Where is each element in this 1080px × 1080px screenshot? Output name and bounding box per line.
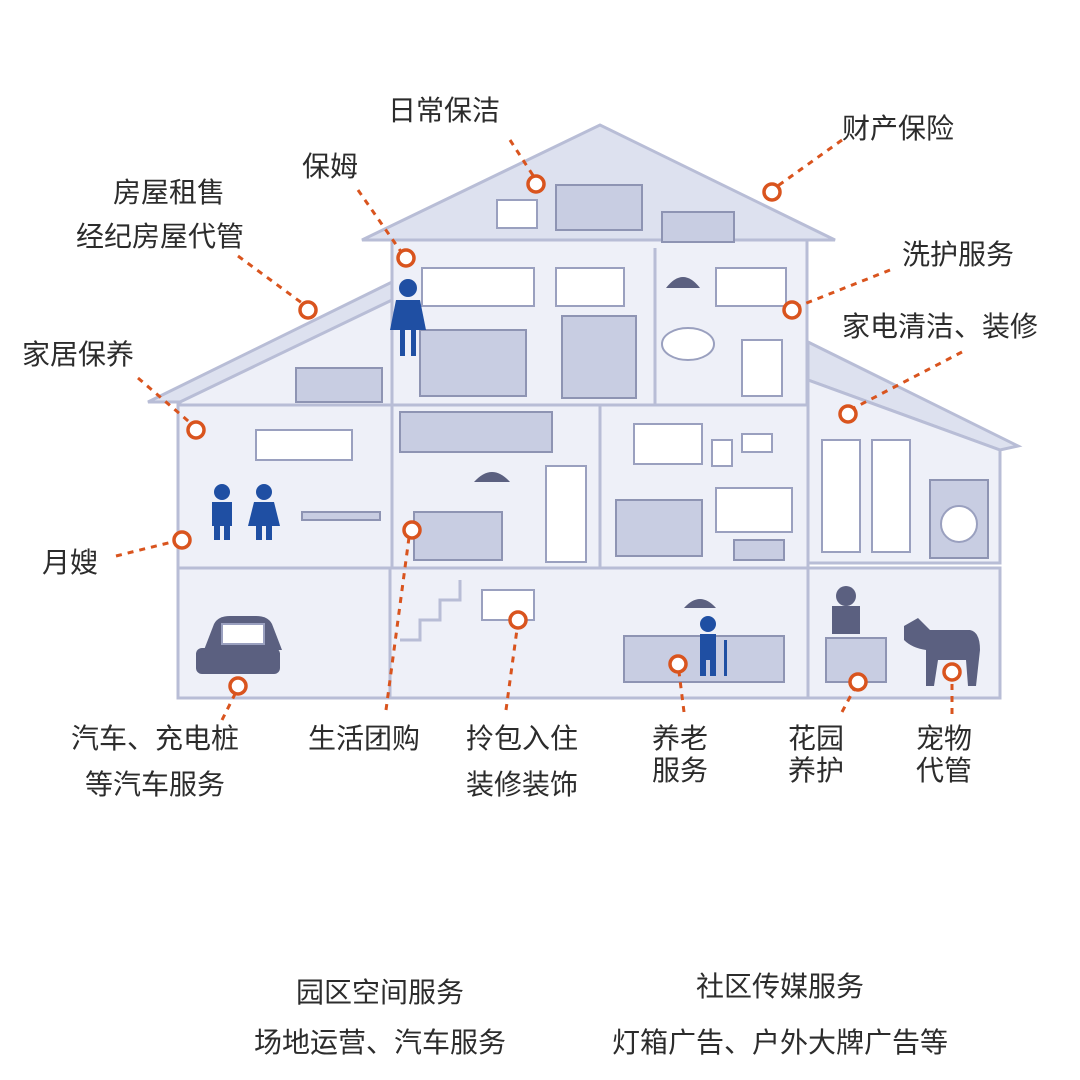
upper-bed — [419, 329, 527, 397]
desk — [301, 511, 381, 521]
toilet — [741, 339, 783, 397]
leader-daily-cleaning — [508, 139, 538, 181]
window-2 — [555, 267, 625, 307]
label-group-buy: 生活团购 — [308, 722, 421, 755]
label-elderly-line2: 服务 — [652, 754, 709, 787]
label-confinement-nanny: 月嫂 — [42, 546, 99, 579]
location-pin-icon — [172, 530, 192, 550]
label-laundry: 洗护服务 — [902, 238, 1015, 271]
tv — [715, 487, 793, 533]
dresser-left — [295, 367, 383, 403]
location-pin-icon — [526, 174, 546, 194]
bottom-left-desc: 场地运营、汽车服务 — [253, 1026, 506, 1059]
label-nanny: 保姆 — [302, 150, 359, 183]
pendant-lamp-1 — [666, 277, 700, 288]
wardrobe — [561, 315, 637, 399]
location-pin-icon — [298, 300, 318, 320]
label-garden-line2: 养护 — [788, 754, 845, 787]
label-pet-line2: 代管 — [916, 754, 973, 787]
label-car-line1: 汽车、充电桩 — [70, 722, 239, 755]
leader-laundry — [793, 268, 891, 310]
attic-tv — [496, 199, 538, 229]
label-pet-line1: 宠物 — [916, 722, 973, 755]
attic-bed — [555, 184, 643, 231]
label-rental-line2: 经纪房屋代管 — [76, 220, 245, 253]
washing-machine-icon — [929, 479, 989, 559]
label-garden-line1: 花园 — [788, 722, 845, 755]
leader-move-in — [504, 621, 520, 711]
elderly-figure — [700, 616, 727, 676]
tv-stand — [733, 539, 785, 561]
leader-rental — [237, 254, 307, 308]
kitchen-cabinets — [399, 411, 553, 453]
label-elderly-line1: 养老 — [652, 722, 709, 755]
bottom-left-title: 园区空间服务 — [295, 976, 464, 1009]
label-move-in-line2: 装修装饰 — [466, 768, 579, 801]
bottom-right-title: 社区传媒服务 — [695, 970, 864, 1003]
location-pin-icon — [782, 300, 802, 320]
label-property-insurance: 财产保险 — [842, 112, 955, 145]
attic-dresser — [661, 211, 735, 243]
window-3 — [715, 267, 787, 307]
annex-window-2 — [871, 439, 911, 553]
location-pin-icon — [396, 248, 416, 268]
kids-figures — [212, 484, 280, 540]
pendant-lamp-2 — [474, 472, 510, 482]
label-daily-cleaning: 日常保洁 — [388, 94, 501, 127]
label-move-in-line1: 拎包入住 — [466, 722, 579, 755]
living-frame — [711, 439, 733, 467]
pendant-lamp-3 — [684, 599, 716, 608]
location-pin-icon — [762, 182, 782, 202]
location-pins — [172, 174, 962, 696]
bottom-right-desc: 灯箱广告、户外大牌广告等 — [611, 1026, 948, 1059]
label-car-line2: 等汽车服务 — [84, 768, 225, 801]
leader-insurance — [771, 138, 843, 192]
sofa — [615, 499, 703, 557]
car-icon — [196, 616, 282, 674]
location-pin-icon — [228, 676, 248, 696]
stairs — [400, 580, 462, 642]
fridge — [545, 465, 587, 563]
living-tv-wall — [633, 423, 703, 465]
label-appliance: 家电清洁、装修 — [842, 310, 1039, 343]
location-pin-icon — [848, 672, 868, 692]
kids-window — [255, 429, 353, 461]
dog-icon — [904, 618, 980, 686]
location-pin-icon — [668, 654, 688, 674]
nanny-figure — [390, 279, 426, 356]
living-frame-2 — [741, 433, 773, 453]
location-pin-icon — [942, 662, 962, 682]
window-1 — [421, 267, 535, 307]
leader-lines — [115, 138, 963, 721]
leader-confinement — [115, 538, 181, 558]
leader-appliance — [849, 350, 963, 412]
location-pin-icon — [508, 610, 528, 630]
location-pin-icon — [838, 404, 858, 424]
location-pin-icon — [402, 520, 422, 540]
leader-home-care — [137, 376, 195, 428]
kitchen-counter — [413, 511, 503, 561]
location-pin-icon — [186, 420, 206, 440]
label-rental-line1: 房屋租售 — [112, 176, 225, 209]
annex-window-1 — [821, 439, 861, 553]
sink — [661, 327, 715, 361]
label-home-care: 家居保养 — [22, 338, 135, 371]
leader-nanny — [356, 189, 406, 257]
